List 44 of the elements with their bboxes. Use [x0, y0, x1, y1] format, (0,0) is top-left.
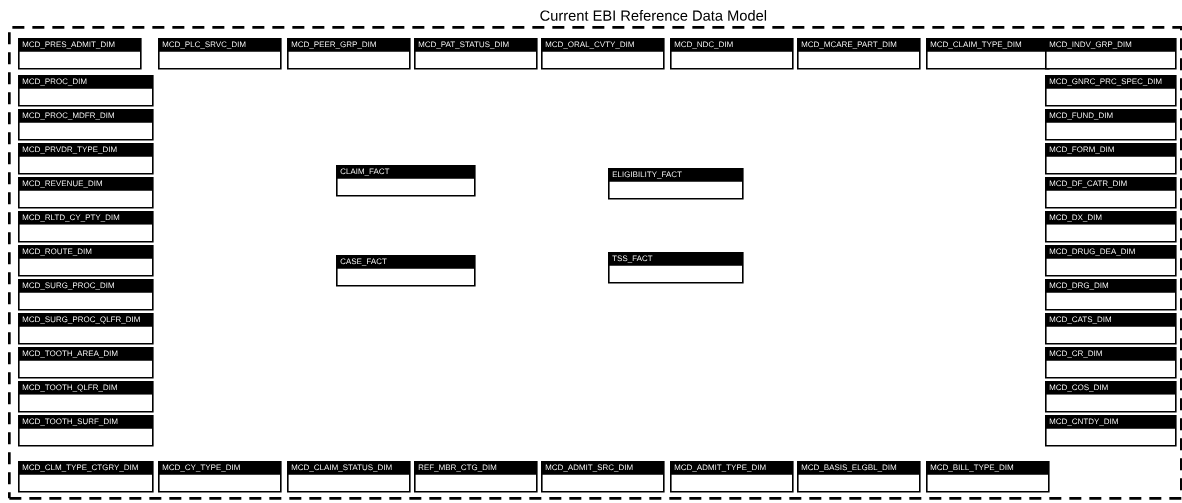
table-box: MCD_DRG_DIM	[1045, 279, 1177, 311]
table-box: MCD_TOOTH_SURF_DIM	[18, 415, 154, 447]
table-box: MCD_PROC_MDFR_DIM	[18, 109, 154, 141]
table-box: ELIGIBILITY_FACT	[608, 168, 744, 200]
table-box: MCD_INDV_GRP_DIM	[1045, 38, 1177, 70]
table-box: MCD_SURG_PROC_DIM	[18, 279, 154, 311]
table-box: MCD_DRUG_DEA_DIM	[1045, 245, 1177, 277]
table-box: REF_MBR_CTG_DIM	[414, 461, 538, 493]
table-box: MCD_PEER_GRP_DIM	[287, 38, 411, 70]
table-box: CASE_FACT	[336, 255, 476, 287]
table-box: MCD_FORM_DIM	[1045, 143, 1177, 175]
table-box: MCD_PRVDR_TYPE_DIM	[18, 143, 154, 175]
table-box: MCD_MCARE_PART_DIM	[797, 38, 921, 70]
table-box: MCD_CLM_TYPE_CTGRY_DIM	[18, 461, 154, 493]
table-box: MCD_CY_TYPE_DIM	[158, 461, 282, 493]
table-box: MCD_BILL_TYPE_DIM	[926, 461, 1050, 493]
table-box: MCD_GNRC_PRC_SPEC_DIM	[1045, 75, 1177, 107]
table-box: MCD_REVENUE_DIM	[18, 177, 154, 209]
table-box: MCD_NDC_DIM	[670, 38, 794, 70]
table-box: MCD_DX_DIM	[1045, 211, 1177, 243]
table-box: MCD_TOOTH_AREA_DIM	[18, 347, 154, 379]
table-box: MCD_COS_DIM	[1045, 381, 1177, 413]
table-box: MCD_BASIS_ELGBL_DIM	[797, 461, 921, 493]
node-label: Current EBI Reference Data Model	[540, 10, 767, 21]
table-box: MCD_ROUTE_DIM	[18, 245, 154, 277]
table-box: TSS_FACT	[608, 252, 744, 284]
table-box: MCD_PLC_SRVC_DIM	[158, 38, 282, 70]
table-box: CLAIM_FACT	[336, 165, 476, 197]
table-box: MCD_PAT_STATUS_DIM	[414, 38, 538, 70]
table-box: MCD_CLAIM_TYPE_DIM	[926, 38, 1050, 70]
table-box: MCD_SURG_PROC_QLFR_DIM	[18, 313, 154, 345]
table-box: MCD_CR_DIM	[1045, 347, 1177, 379]
table-box: MCD_DF_CATR_DIM	[1045, 177, 1177, 209]
table-box: MCD_PROC_DIM	[18, 75, 154, 107]
table-box: MCD_TOOTH_QLFR_DIM	[18, 381, 154, 413]
table-box: MCD_PRES_ADMIT_DIM	[18, 38, 142, 70]
table-box: MCD_RLTD_CY_PTY_DIM	[18, 211, 154, 243]
table-box: MCD_CLAIM_STATUS_DIM	[287, 461, 411, 493]
table-box: MCD_ADMIT_SRC_DIM	[541, 461, 665, 493]
table-box: MCD_CATS_DIM	[1045, 313, 1177, 345]
table-box: MCD_ADMIT_TYPE_DIM	[670, 461, 794, 493]
table-box: MCD_ORAL_CVTY_DIM	[541, 38, 665, 70]
table-box: MCD_FUND_DIM	[1045, 109, 1177, 141]
table-box: MCD_CNTDY_DIM	[1045, 415, 1177, 447]
